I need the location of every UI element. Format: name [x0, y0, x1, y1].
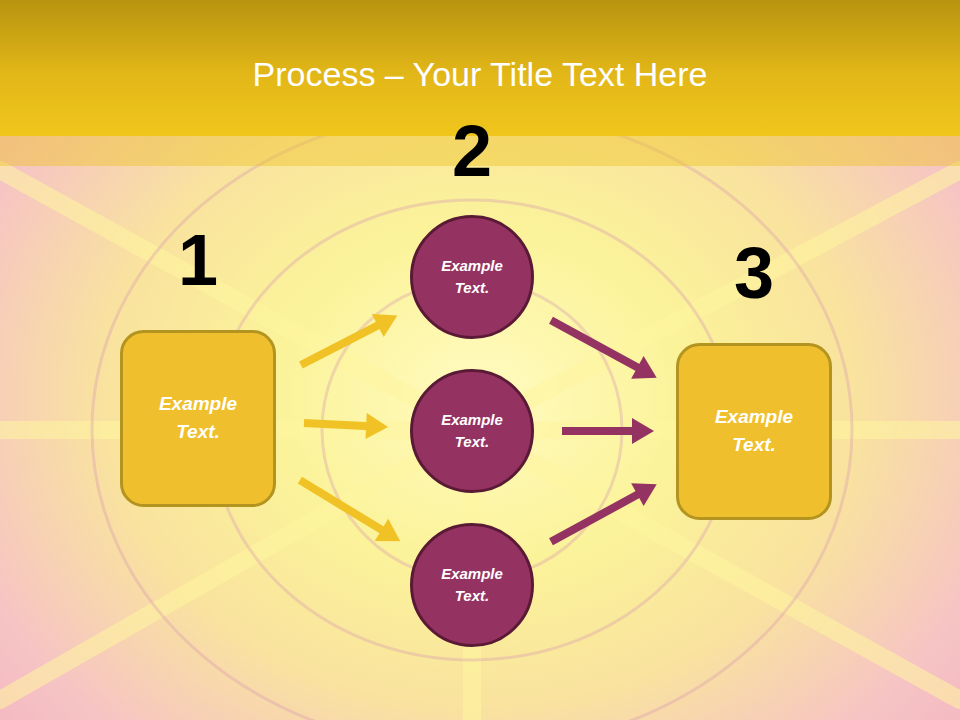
node-outline: [410, 369, 534, 493]
flow-arrow: [551, 483, 657, 542]
arrow-shaft: [562, 427, 636, 435]
outline-shape: [412, 217, 533, 338]
outline-shape: [678, 344, 831, 518]
process-circle: Example Text.: [410, 369, 534, 493]
flow-arrow: [301, 314, 397, 365]
flow-arrow: [304, 413, 388, 439]
arrow-shaft: [304, 423, 370, 426]
arrow-shaft: [301, 324, 381, 365]
process-circle: 2Example Text.: [410, 215, 534, 339]
node-outline: [120, 330, 276, 507]
step-number: 3: [636, 237, 872, 309]
arrow-head: [631, 356, 657, 379]
flow-arrow: [300, 480, 400, 541]
arrow-head: [366, 413, 389, 439]
arrow-head: [631, 483, 657, 506]
node-outline: [410, 215, 534, 339]
arrow-shaft: [551, 320, 641, 369]
outline-shape: [412, 371, 533, 492]
node-outline: [676, 343, 832, 520]
node-text: Example Text.: [143, 390, 253, 447]
node-outline: [410, 523, 534, 647]
node-text: Example Text.: [699, 403, 809, 460]
process-box: 3Example Text.: [676, 343, 832, 520]
flow-arrow: [551, 320, 657, 379]
step-number: 2: [370, 115, 574, 187]
arrow-head: [632, 418, 654, 444]
arrow-head: [372, 314, 398, 337]
node-text: Example Text.: [426, 563, 518, 608]
flow-arrow: [562, 418, 654, 444]
arrow-head: [375, 519, 401, 542]
process-circle: Example Text.: [410, 523, 534, 647]
node-text: Example Text.: [426, 409, 518, 454]
outline-shape: [122, 331, 275, 505]
arrow-shaft: [300, 480, 385, 532]
slide-title: Process – Your Title Text Here: [0, 52, 960, 96]
node-text: Example Text.: [426, 255, 518, 300]
outline-shape: [412, 525, 533, 646]
process-box: 1Example Text.: [120, 330, 276, 507]
arrow-shaft: [551, 493, 641, 542]
step-number: 1: [80, 224, 316, 296]
